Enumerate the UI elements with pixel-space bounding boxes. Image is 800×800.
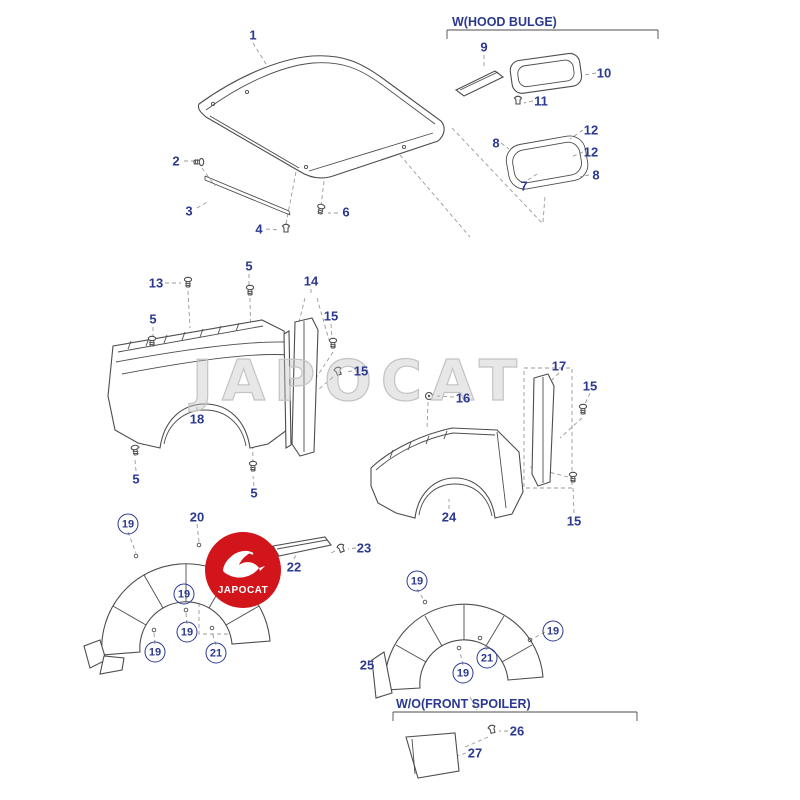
clip-points	[133, 542, 533, 651]
mud-guard	[405, 732, 460, 779]
part-label-16: 16	[455, 390, 471, 406]
part-label-22: 22	[286, 559, 302, 575]
part-label-7: 7	[520, 178, 528, 194]
part-label-19: 19	[117, 513, 139, 535]
logo-bird-wing	[230, 550, 254, 559]
bumper-side-seal	[272, 536, 332, 557]
part-label-21: 21	[476, 647, 498, 669]
logo-bird-icon	[223, 552, 259, 578]
logo-text: JAPOCAT	[218, 585, 269, 596]
part-label-8: 8	[592, 167, 600, 183]
bulge-trim-strip	[454, 70, 505, 97]
part-label-21: 21	[205, 642, 227, 664]
part-label-5: 5	[245, 258, 253, 274]
part-label-5: 5	[132, 471, 140, 487]
part-label-15: 15	[323, 308, 339, 324]
part-label-26: 26	[509, 723, 525, 739]
front-fender-right	[370, 427, 524, 519]
front-spoiler-bracket	[392, 711, 638, 721]
part-label-8: 8	[492, 135, 500, 151]
fender-liner-right	[371, 603, 544, 699]
part-label-12: 12	[583, 122, 599, 138]
section-label-hood-bulge: W(HOOD BULGE)	[452, 15, 557, 29]
part-label-15: 15	[582, 378, 598, 394]
part-label-10: 10	[596, 65, 612, 81]
front-fender-left	[107, 319, 290, 449]
part-label-4: 4	[255, 221, 263, 237]
bulge-gasket	[505, 135, 589, 190]
part-label-1: 1	[249, 27, 257, 43]
part-label-19: 19	[173, 583, 195, 605]
part-label-9: 9	[480, 39, 488, 55]
part-label-14: 14	[303, 273, 319, 289]
part-label-5: 5	[149, 311, 157, 327]
part-label-11: 11	[534, 93, 548, 109]
part-label-6: 6	[342, 204, 350, 220]
hood-bulge-scoop	[509, 52, 583, 94]
part-label-15: 15	[566, 513, 582, 529]
part-label-19: 19	[176, 621, 198, 643]
hood-panel	[197, 55, 445, 179]
apron-panel-center	[283, 317, 319, 457]
part-label-2: 2	[172, 153, 180, 169]
logo-bird-beak	[259, 566, 265, 571]
part-label-24: 24	[441, 509, 457, 525]
part-label-5: 5	[250, 485, 258, 501]
part-label-23: 23	[356, 540, 372, 556]
part-label-15: 15	[353, 363, 369, 379]
part-label-13: 13	[148, 275, 164, 291]
part-label-20: 20	[189, 509, 205, 525]
part-label-27: 27	[467, 745, 483, 761]
part-label-19: 19	[452, 662, 474, 684]
part-label-18: 18	[189, 411, 205, 427]
part-label-25: 25	[359, 657, 375, 673]
part-label-17: 17	[551, 358, 567, 374]
part-label-12: 12	[583, 144, 599, 160]
part-label-19: 19	[542, 620, 564, 642]
hood-bulge-bracket	[446, 29, 659, 39]
part-label-3: 3	[185, 203, 193, 219]
hood-seal-strip	[204, 175, 291, 216]
part-label-19: 19	[144, 641, 166, 663]
japocat-logo: JAPOCAT	[205, 532, 281, 608]
part-label-19: 19	[406, 570, 428, 592]
apron-panel-right	[531, 373, 555, 487]
section-label-front-spoiler: W/O(FRONT SPOILER)	[396, 697, 531, 711]
